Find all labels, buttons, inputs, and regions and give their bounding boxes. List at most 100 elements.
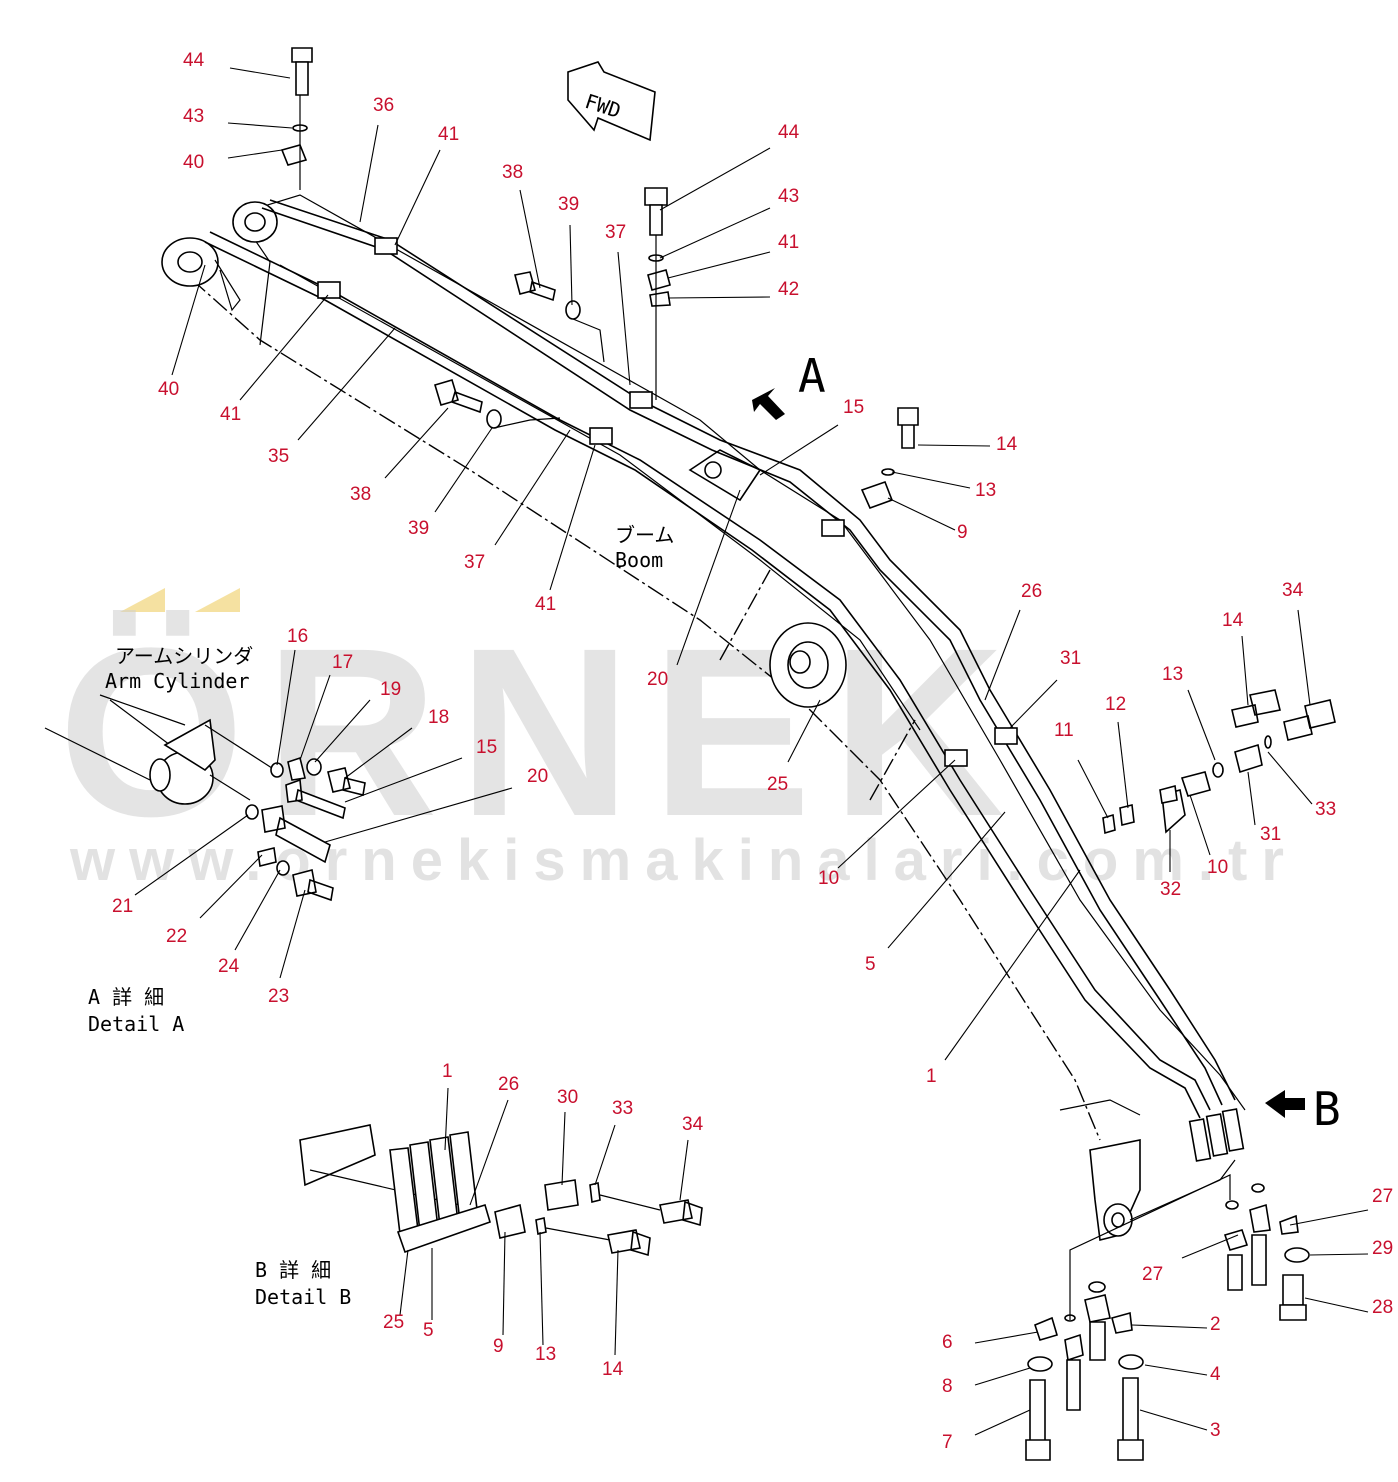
detail-a-en-label: Detail A	[88, 1012, 184, 1036]
callout-c38a: 38	[502, 162, 523, 183]
leader-line-c37a	[617, 251, 631, 386]
leader-line-c20a	[676, 489, 741, 666]
callout-c41c: 41	[220, 404, 241, 425]
leader-line-c24	[234, 869, 281, 951]
callout-c5b: 5	[423, 1320, 434, 1341]
callout-c34b: 34	[682, 1114, 704, 1135]
leader-line-c6	[974, 1331, 1039, 1344]
leader-line-c26a	[984, 609, 1021, 701]
callout-c26a: 26	[1021, 581, 1042, 602]
leader-line-c22	[199, 854, 263, 919]
callout-c41d: 41	[535, 594, 556, 615]
parts	[280, 47, 1336, 1461]
leader-line-c28	[1304, 1297, 1369, 1313]
leader-line-c41b	[667, 251, 771, 279]
callout-c35: 35	[268, 446, 289, 467]
leader-line-c21	[134, 814, 249, 896]
detail-b-jp-label: B 詳 細	[255, 1258, 331, 1282]
leader-line-c1b	[444, 1087, 449, 1151]
callout-c41a: 41	[438, 124, 459, 145]
plate-40-a	[280, 144, 308, 166]
marker-b: B	[1265, 1082, 1341, 1136]
callout-c39a: 39	[558, 194, 579, 215]
leader-line-c44b	[659, 147, 771, 211]
bolt-44-b	[644, 187, 668, 236]
callout-c8: 8	[942, 1376, 953, 1397]
callout-c43b: 43	[778, 186, 799, 207]
leader-line-c43b	[659, 207, 771, 259]
callout-c3: 3	[1210, 1420, 1221, 1441]
callout-c43a: 43	[183, 106, 204, 127]
leader-line-c39a	[569, 224, 573, 306]
fwd-arrow: FWD	[567, 61, 656, 142]
leader-line-c7	[974, 1409, 1031, 1436]
callouts: 4443403641383937444341424041353839374115…	[112, 50, 1393, 1453]
callout-c24: 24	[218, 956, 240, 977]
leader-line-c33a	[1267, 751, 1313, 805]
leader-line-c17	[299, 674, 331, 761]
leader-line-c41a	[394, 149, 441, 246]
leader-line-c30	[561, 1111, 566, 1186]
callout-c12: 12	[1105, 694, 1126, 715]
leader-line-c38a	[519, 189, 541, 289]
callout-c7: 7	[942, 1432, 953, 1453]
leader-line-c23	[279, 889, 306, 979]
watermark-url: www.ornekismakinalari.com.tr	[69, 828, 1298, 893]
callout-c38b: 38	[350, 484, 371, 505]
callout-c41b: 41	[778, 232, 799, 253]
leader-line-c27b	[1181, 1234, 1239, 1259]
callout-c2: 2	[1210, 1314, 1221, 1335]
leader-line-c14c	[614, 1249, 619, 1356]
callout-c44a: 44	[183, 50, 205, 71]
section-labels: ブーム Boom アームシリンダ Arm Cylinder A 詳 細 Deta…	[88, 523, 674, 1309]
leader-line-c15b	[344, 757, 463, 803]
leader-line-c25b	[399, 1249, 409, 1316]
leader-line-c15a	[759, 424, 839, 476]
callout-c15a: 15	[843, 397, 864, 418]
marker-a-label: A	[798, 349, 826, 403]
leader-line-c16	[276, 649, 296, 766]
callout-c1a: 1	[926, 1066, 937, 1087]
callout-c10a: 10	[1207, 857, 1228, 878]
watermark: ÖRNEK www.ornekismakinalari.com.tr	[58, 588, 1298, 893]
leader-line-c44a	[229, 67, 291, 79]
leader-line-c8	[974, 1367, 1031, 1386]
leader-line-c10b	[837, 759, 956, 869]
leader-line-c2	[1131, 1324, 1208, 1329]
leader-line-c13c	[539, 1231, 544, 1346]
callout-c16: 16	[287, 626, 308, 647]
callout-c25b: 25	[383, 1312, 404, 1333]
callout-c28: 28	[1372, 1297, 1393, 1318]
leader-line-c4	[1144, 1364, 1208, 1376]
leader-line-c31b	[1247, 771, 1256, 826]
callout-c14a: 14	[996, 434, 1018, 455]
callout-c13a: 13	[975, 480, 996, 501]
leader-line-c41d	[549, 444, 596, 591]
callout-c42: 42	[778, 279, 799, 300]
callout-c30: 30	[557, 1087, 578, 1108]
leader-line-c14b	[1241, 635, 1249, 706]
leader-line-c3	[1139, 1409, 1208, 1431]
leader-line-c19	[314, 699, 371, 763]
detail-b-en-label: Detail B	[255, 1285, 351, 1309]
callout-c1b: 1	[442, 1061, 453, 1082]
leader-line-c41c	[239, 294, 329, 401]
bolt-44-a	[291, 47, 313, 96]
callout-c14b: 14	[1222, 610, 1244, 631]
callout-c27b: 27	[1142, 1264, 1163, 1285]
callout-c10b: 10	[818, 868, 839, 889]
callout-c33a: 33	[1315, 799, 1336, 820]
callout-c15b: 15	[476, 737, 497, 758]
callout-c25a: 25	[767, 774, 788, 795]
leader-line-c13b	[1187, 689, 1216, 761]
callout-c4: 4	[1210, 1364, 1221, 1385]
callout-c22: 22	[166, 926, 187, 947]
arm-cylinder-jp-label: アームシリンダ	[115, 644, 253, 668]
detail-b	[299, 1124, 703, 1257]
callout-c36: 36	[373, 95, 394, 116]
leader-line-c25a	[787, 699, 821, 763]
leader-line-c40b	[171, 264, 206, 376]
leader-line-c13a	[891, 471, 971, 489]
